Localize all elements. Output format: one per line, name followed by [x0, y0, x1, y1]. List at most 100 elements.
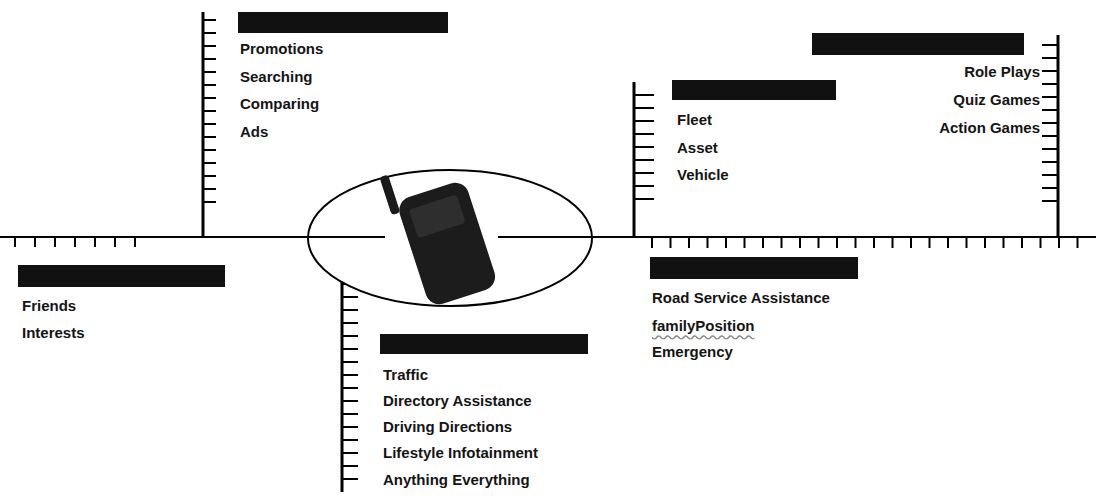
axis-label: Comparing: [240, 95, 319, 113]
vertical-axis: [633, 82, 636, 238]
axis-label: Vehicle: [677, 166, 729, 184]
redacted-heading: [672, 80, 836, 100]
axis-label: Road Service Assistance: [652, 289, 830, 307]
tick-mark: [634, 146, 654, 148]
tick-mark: [134, 237, 136, 247]
axis-label: Anything Everything: [383, 471, 530, 489]
horizontal-axis: [498, 236, 592, 238]
tick-mark: [203, 188, 216, 190]
tick-mark: [1003, 237, 1005, 248]
tick-mark: [203, 136, 216, 138]
axis-label: Interests: [22, 324, 85, 342]
tick-mark: [1042, 200, 1058, 202]
tick-mark: [342, 413, 358, 415]
tick-mark: [94, 237, 96, 247]
tick-mark: [34, 237, 36, 247]
tick-mark: [203, 162, 216, 164]
tick-mark: [725, 237, 727, 248]
tick-mark: [342, 400, 358, 402]
tick-mark: [634, 185, 654, 187]
redacted-heading: [238, 12, 448, 33]
tick-mark: [966, 237, 968, 248]
redacted-heading: [650, 257, 858, 279]
tick-mark: [1042, 174, 1058, 176]
tick-mark: [203, 58, 216, 60]
tick-mark: [910, 237, 912, 248]
tick-mark: [1042, 44, 1058, 46]
axis-label: Driving Directions: [383, 418, 512, 436]
tick-mark: [342, 335, 358, 337]
tick-mark: [203, 110, 216, 112]
tick-mark: [818, 237, 820, 248]
horizontal-axis: [0, 236, 1096, 238]
axis-label: Searching: [240, 68, 313, 86]
tick-mark: [634, 107, 654, 109]
mobile-phone: [379, 152, 498, 310]
tick-mark: [1077, 237, 1079, 248]
tick-mark: [1042, 148, 1058, 150]
tick-mark: [984, 237, 986, 248]
vertical-axis: [1057, 35, 1060, 238]
tick-mark: [114, 237, 116, 247]
axis-label: familyPosition: [652, 317, 755, 335]
tick-mark: [203, 123, 216, 125]
tick-mark: [14, 237, 16, 247]
tick-mark: [670, 237, 672, 248]
axis-label: Action Games: [939, 119, 1040, 137]
tick-mark: [342, 426, 358, 428]
tick-mark: [203, 201, 216, 203]
tick-mark: [342, 439, 358, 441]
tick-mark: [651, 237, 653, 248]
tick-mark: [342, 348, 358, 350]
axis-label: Quiz Games: [953, 91, 1040, 109]
vertical-axis: [202, 12, 205, 238]
tick-mark: [1042, 122, 1058, 124]
tick-mark: [203, 149, 216, 151]
tick-mark: [836, 237, 838, 248]
tick-mark: [634, 172, 654, 174]
tick-mark: [1042, 187, 1058, 189]
tick-mark: [342, 296, 358, 298]
tick-mark: [203, 175, 216, 177]
tick-mark: [74, 237, 76, 247]
tick-mark: [1042, 135, 1058, 137]
axis-label: Friends: [22, 297, 76, 315]
redacted-heading: [380, 334, 588, 354]
tick-mark: [203, 97, 216, 99]
redacted-heading: [812, 33, 1024, 55]
axis-label: Promotions: [240, 40, 323, 58]
tick-mark: [342, 361, 358, 363]
tick-mark: [634, 120, 654, 122]
tick-mark: [634, 94, 654, 96]
tick-mark: [203, 19, 216, 21]
tick-mark: [203, 84, 216, 86]
tick-mark: [203, 71, 216, 73]
tick-mark: [203, 45, 216, 47]
tick-mark: [1040, 237, 1042, 248]
tick-mark: [762, 237, 764, 248]
tick-mark: [1042, 57, 1058, 59]
tick-mark: [781, 237, 783, 248]
tick-mark: [1042, 109, 1058, 111]
axis-label: Asset: [677, 139, 718, 157]
redacted-heading: [18, 265, 225, 287]
tick-mark: [342, 465, 358, 467]
tick-mark: [342, 452, 358, 454]
axis-label: Directory Assistance: [383, 392, 532, 410]
tick-mark: [342, 322, 358, 324]
axis-label: Lifestyle Infotainment: [383, 444, 538, 462]
tick-mark: [707, 237, 709, 248]
tick-mark: [634, 198, 654, 200]
tick-mark: [1042, 96, 1058, 98]
tick-mark: [634, 159, 654, 161]
tick-mark: [54, 237, 56, 247]
axis-label: Fleet: [677, 111, 712, 129]
tick-mark: [634, 133, 654, 135]
horizontal-axis: [308, 236, 385, 238]
phone-screen: [409, 194, 466, 238]
axis-label: Ads: [240, 123, 268, 141]
tick-mark: [688, 237, 690, 248]
axis-label: Emergency: [652, 343, 733, 361]
